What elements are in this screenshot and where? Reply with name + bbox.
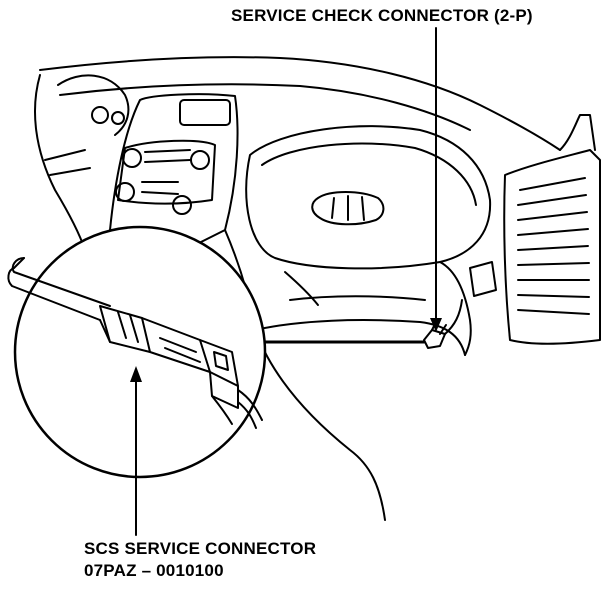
door-pillar xyxy=(503,149,601,345)
steering-column xyxy=(34,74,86,251)
column-lines xyxy=(44,149,91,176)
hvac-panel xyxy=(117,139,216,205)
service-check-arrow-head xyxy=(430,318,442,332)
magnifier-circle xyxy=(13,225,267,479)
door-vent-lines xyxy=(517,177,590,315)
floor-line-1 xyxy=(254,329,386,521)
kick-panel xyxy=(439,261,472,356)
hvac-knob-bl xyxy=(115,182,135,202)
knob-left-2 xyxy=(111,111,125,125)
steering-wheel-hub xyxy=(57,74,130,136)
glove-box-latch xyxy=(311,191,385,226)
floor-line-3 xyxy=(284,271,319,306)
floor-line-2 xyxy=(289,295,426,301)
dash-top-edge-inner xyxy=(59,83,471,131)
service-check-connector-label: SERVICE CHECK CONNECTOR (2-P) xyxy=(231,6,533,25)
door-handle xyxy=(469,261,497,297)
center-console-outline xyxy=(109,93,239,246)
glove-box-inner xyxy=(261,142,477,206)
top-vent xyxy=(179,99,231,126)
hvac-knob-left xyxy=(122,148,142,168)
knob-left xyxy=(91,106,109,124)
lower-dash xyxy=(254,319,466,356)
scs-arrow-head xyxy=(130,366,142,382)
dash-top-edge xyxy=(39,56,561,151)
hvac-knob-br xyxy=(172,195,192,215)
hvac-knob-right xyxy=(190,150,210,170)
scs-part-number-label: 07PAZ – 0010100 xyxy=(84,561,224,580)
a-pillar xyxy=(559,114,596,151)
glove-box xyxy=(245,125,492,270)
latch-slots xyxy=(331,195,365,221)
hvac-buttons xyxy=(141,149,191,195)
scs-service-connector-label: SCS SERVICE CONNECTOR xyxy=(84,539,317,558)
scs-connector-illustration xyxy=(7,257,263,429)
